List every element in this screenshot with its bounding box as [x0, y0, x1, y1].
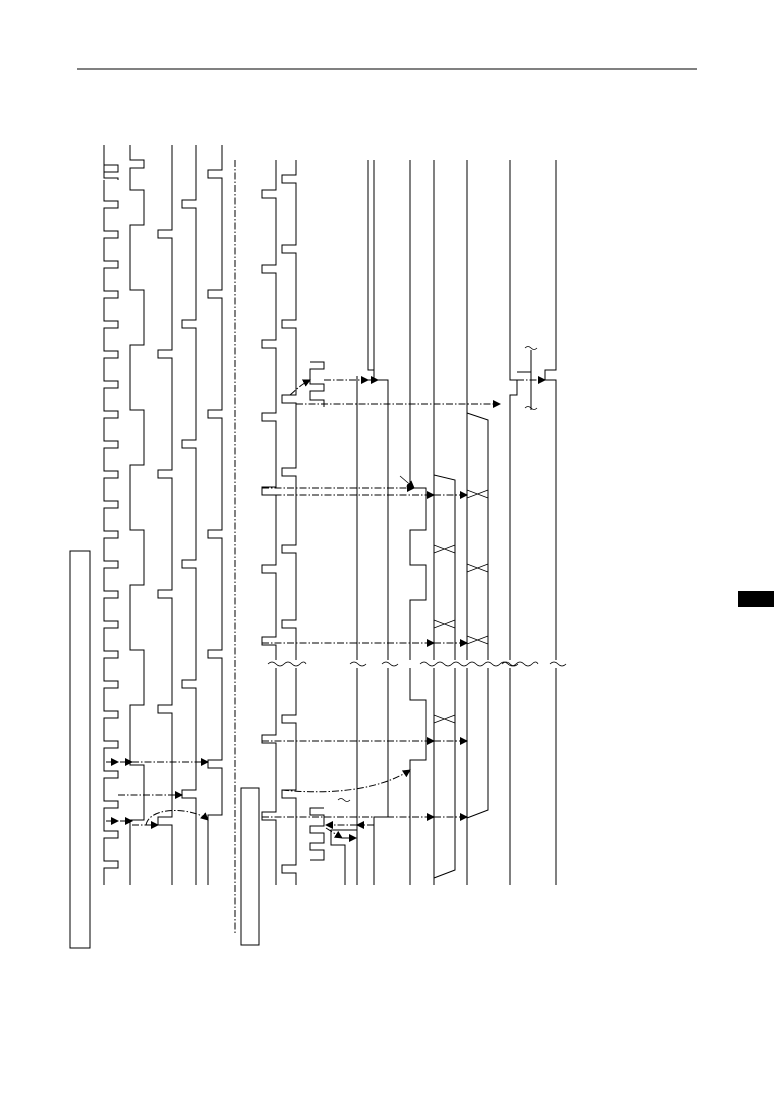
bus-signal-10-waveform — [544, 160, 557, 885]
signal-4-waveform — [181, 145, 197, 885]
bus-clock-waveform — [261, 160, 277, 885]
signal-2-waveform — [129, 145, 145, 885]
bus-signal-6-waveform — [409, 160, 427, 885]
signal-3-waveform — [157, 145, 173, 885]
bus-signal-4-waveform — [330, 829, 346, 885]
lower-group-arrows — [262, 376, 546, 842]
bus-signal-2-waveform — [281, 160, 297, 885]
bus-data-a — [433, 160, 456, 885]
section-tab — [738, 591, 774, 607]
bus-signal-3-waveform-top — [309, 361, 325, 407]
clock-waveform — [103, 145, 119, 885]
bus-data-b-crossings — [466, 489, 489, 645]
break-marks — [267, 346, 567, 802]
bus-data-b — [466, 160, 489, 885]
signal-5-waveform — [207, 145, 223, 885]
bus-signal-9-waveform — [509, 160, 518, 885]
upper-group-arrows — [106, 758, 209, 829]
bus-signal-3-waveform-bottom — [309, 807, 325, 861]
left-label-box — [69, 550, 91, 949]
bus-signal-5-waveform — [367, 160, 389, 885]
mid-label-box — [240, 787, 260, 946]
bus-data-a-crossings — [433, 544, 456, 724]
